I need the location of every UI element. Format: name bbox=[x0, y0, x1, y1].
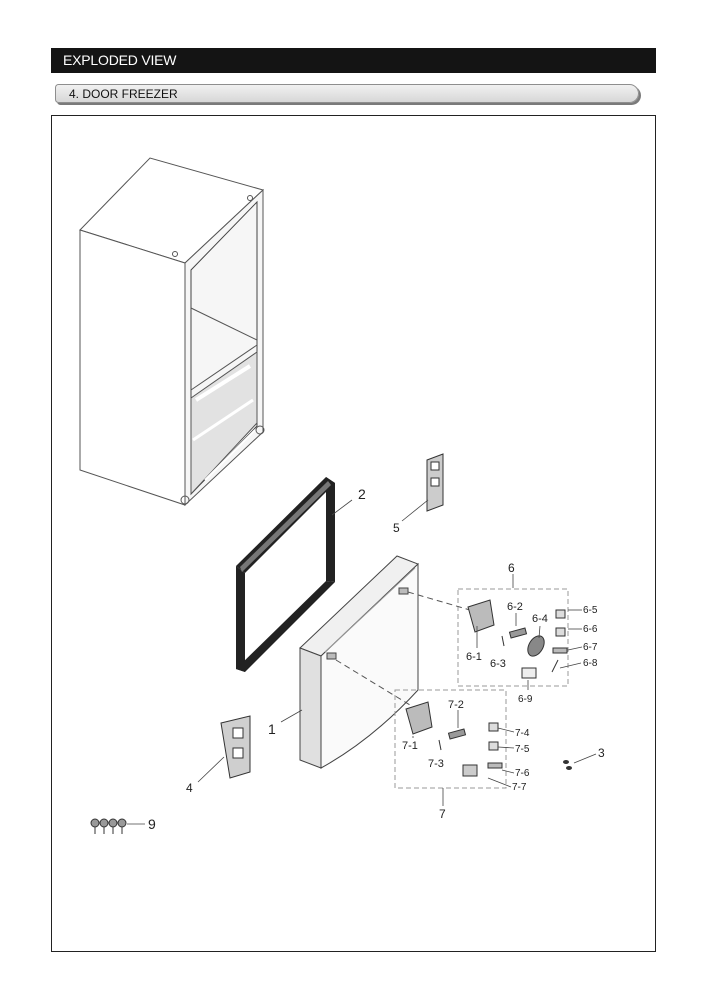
label-part-1: 1 bbox=[268, 721, 276, 737]
label-part-7-4: 7-4 bbox=[515, 728, 530, 739]
label-part-7-3: 7-3 bbox=[428, 758, 444, 770]
screws-9 bbox=[90, 818, 127, 834]
label-part-7: 7 bbox=[439, 807, 446, 821]
assembly-line-6 bbox=[407, 591, 471, 611]
label-part-6-9: 6-9 bbox=[518, 694, 533, 705]
label-part-3: 3 bbox=[598, 746, 605, 760]
label-part-7-7: 7-7 bbox=[512, 782, 527, 793]
label-part-9: 9 bbox=[148, 816, 156, 832]
label-part-7-6: 7-6 bbox=[515, 768, 530, 779]
label-part-6-8: 6-8 bbox=[583, 658, 598, 669]
label-part-6-3: 6-3 bbox=[490, 658, 506, 670]
group-6-parts bbox=[467, 599, 568, 679]
label-part-2: 2 bbox=[358, 486, 366, 502]
label-part-6-1: 6-1 bbox=[466, 651, 482, 663]
label-part-6: 6 bbox=[508, 561, 515, 575]
label-part-4: 4 bbox=[186, 781, 193, 795]
leader-lines bbox=[127, 499, 597, 825]
screws-3 bbox=[563, 760, 572, 770]
upper-hinge-part bbox=[426, 453, 444, 512]
label-part-6-6: 6-6 bbox=[583, 624, 598, 635]
label-part-6-7: 6-7 bbox=[583, 642, 598, 653]
page-header: EXPLODED VIEW bbox=[51, 48, 656, 73]
group-7-box bbox=[394, 689, 507, 789]
assembly-line-7 bbox=[335, 659, 411, 706]
refrigerator-cabinet bbox=[79, 157, 265, 507]
lower-hinge-part bbox=[220, 715, 251, 779]
label-part-7-1: 7-1 bbox=[402, 740, 418, 752]
label-part-7-2: 7-2 bbox=[448, 699, 464, 711]
label-part-7-5: 7-5 bbox=[515, 744, 530, 755]
label-part-6-2: 6-2 bbox=[507, 601, 523, 613]
label-part-5: 5 bbox=[393, 521, 400, 535]
label-part-6-4: 6-4 bbox=[532, 613, 548, 625]
label-part-6-5: 6-5 bbox=[583, 605, 598, 616]
group-7-parts bbox=[405, 701, 503, 777]
freezer-door bbox=[299, 555, 419, 769]
diagram-frame bbox=[51, 115, 656, 952]
door-gasket bbox=[236, 477, 335, 672]
section-title: 4. DOOR FREEZER bbox=[55, 84, 639, 103]
part-labels: 2 5 1 4 6 6-1 6-2 6-3 6-4 6-5 6-6 6-7 6-… bbox=[148, 486, 605, 832]
